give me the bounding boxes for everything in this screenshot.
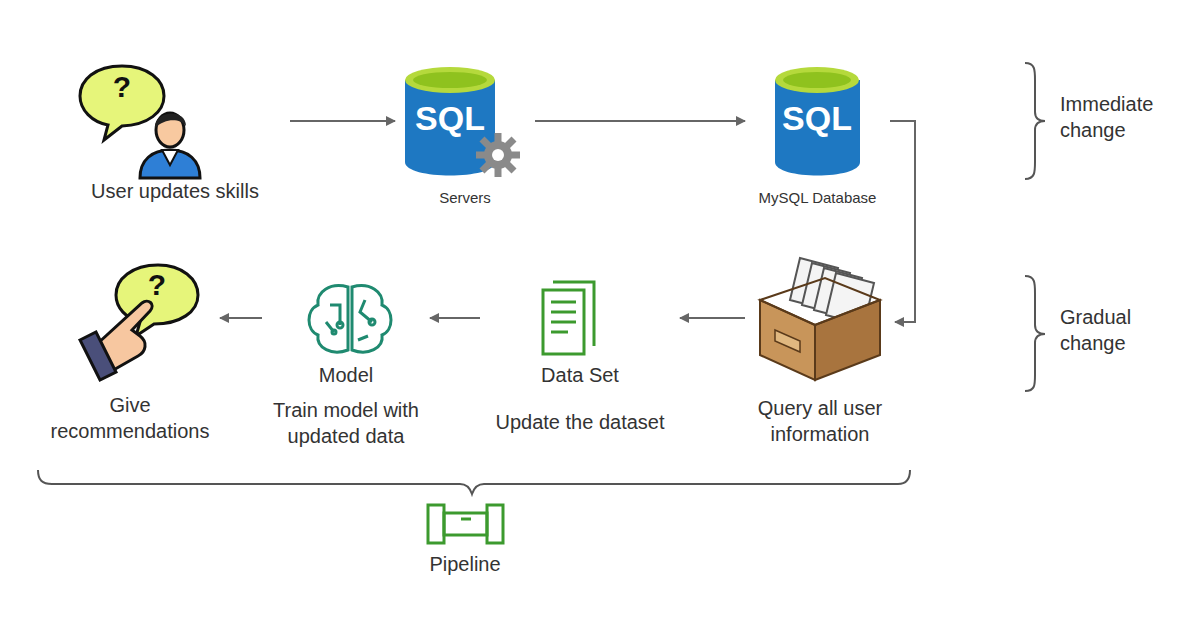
label: SQL: [400, 105, 500, 131]
label: Gradual change: [1060, 304, 1190, 356]
label: ?: [102, 74, 142, 100]
node-text: Servers: [439, 185, 491, 211]
document-icon: [543, 282, 594, 354]
icon-node: Query all user information: [745, 255, 895, 447]
bracket: [38, 63, 1045, 494]
node-text: Give recommendations: [40, 392, 220, 444]
icon-node: ModelTrain model with updated data: [262, 270, 430, 449]
icon-node: Give recommendations: [40, 260, 220, 444]
label: Pipeline: [400, 551, 530, 577]
node-text: Query all user information: [745, 395, 895, 447]
flow-arrow: [535, 120, 745, 122]
node-text: MySQL Database: [759, 185, 877, 211]
node-text: User updates skills: [91, 178, 259, 204]
label: ?: [137, 272, 177, 298]
icon-node: Data SetUpdate the dataset: [480, 270, 680, 435]
node-text: Update the dataset: [495, 409, 664, 435]
icon-node: User updates skills: [60, 60, 290, 204]
flow-arrow: [290, 120, 395, 122]
brain-icon: [309, 286, 391, 352]
label: SQL: [767, 105, 867, 131]
flow-arrow: [890, 121, 915, 322]
icon-node: MySQL Database: [745, 60, 890, 211]
flow-arrow: [220, 317, 262, 319]
icon-node: Servers: [395, 60, 535, 211]
node-text: Train model with updated data: [262, 397, 430, 449]
pipeline-icon: [428, 505, 503, 543]
label: Immediate change: [1060, 91, 1190, 143]
flow-arrow: [680, 317, 745, 319]
node-text: Model: [319, 362, 373, 388]
flow-arrow: [430, 317, 480, 319]
file-box-icon: [760, 258, 880, 380]
user-icon: [80, 66, 200, 178]
node-text: Data Set: [541, 362, 619, 388]
hand-icon: [80, 265, 198, 380]
